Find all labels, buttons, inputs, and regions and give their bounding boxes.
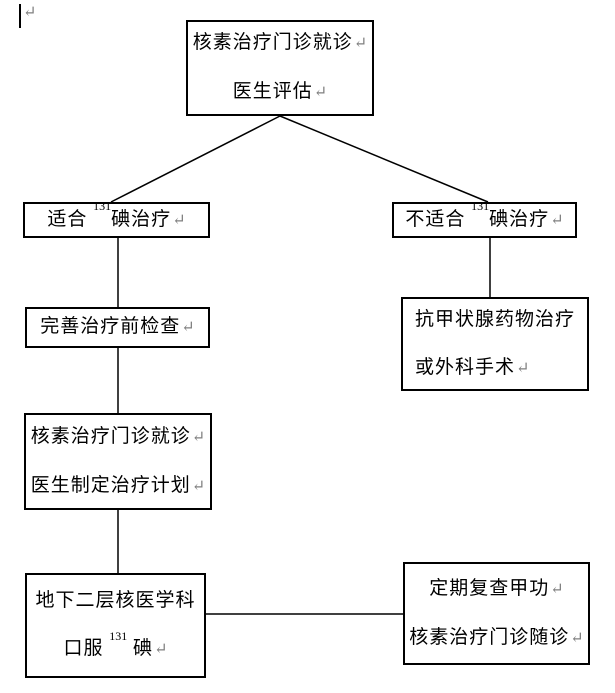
flowchart-box-followup[interactable]: 定期复查甲功↵ 核素治疗门诊随诊↵ — [403, 562, 590, 665]
box-text: 适合 — [47, 208, 94, 230]
flowchart-box-oral-131i[interactable]: 地下二层核医学科 口服 131 碘↵ — [25, 573, 206, 678]
superscript-131: 131 — [471, 199, 490, 214]
box-text-line: 抗甲状腺药物治疗 — [415, 296, 575, 344]
box-text: 地下二层核医学科 — [35, 590, 196, 611]
connector-eval-to-unsuitable — [279, 115, 489, 203]
flowchart-box-unsuitable-131i[interactable]: 不适合 131碘治疗↵ — [392, 200, 577, 238]
paragraph-mark: ↵ — [550, 211, 564, 229]
paragraph-mark: ↵ — [313, 84, 328, 101]
connector-eval-to-suitable — [110, 115, 281, 203]
box-text: 碘治疗 — [111, 208, 172, 230]
box-text-line: 地下二层核医学科 — [35, 577, 195, 625]
box-text: 核素治疗门诊随诊 — [409, 626, 570, 648]
box-text: 口服 — [63, 638, 110, 659]
box-text: 定期复查甲功 — [429, 577, 550, 599]
box-text: 或外科手术 — [415, 356, 516, 378]
paragraph-mark: ↵ — [23, 4, 37, 21]
box-text: 核素治疗门诊就诊 — [192, 32, 353, 53]
box-text-line: 核素治疗门诊就诊↵ — [31, 413, 205, 462]
superscript-131: 131 — [109, 628, 128, 643]
box-text-line: 医生评估↵ — [233, 68, 327, 117]
superscript-131: 131 — [93, 199, 112, 214]
box-text-line: 核素治疗门诊就诊↵ — [193, 19, 367, 68]
box-text-line: 不适合 131碘治疗↵ — [405, 196, 563, 245]
box-text: 核素治疗门诊就诊 — [30, 425, 191, 447]
text-cursor — [19, 4, 21, 28]
box-text: 碘 — [127, 638, 154, 659]
box-text-line: 适合 131碘治疗↵ — [47, 196, 185, 245]
paragraph-mark: ↵ — [154, 641, 168, 658]
box-text-line: 或外科手术↵ — [415, 344, 529, 393]
flowchart-box-antithyroid-or-surgery[interactable]: 抗甲状腺药物治疗 或外科手术↵ — [401, 297, 589, 391]
flowchart-box-suitable-131i[interactable]: 适合 131碘治疗↵ — [23, 200, 210, 238]
paragraph-mark: ↵ — [550, 580, 564, 598]
box-text-line: 核素治疗门诊随诊↵ — [409, 614, 583, 663]
flowchart-box-pretreatment-tests[interactable]: 完善治疗前检查↵ — [25, 307, 210, 348]
box-text-line: 完善治疗前检查↵ — [40, 303, 194, 352]
box-text-line: 定期复查甲功↵ — [429, 565, 563, 614]
flowchart-box-treatment-plan[interactable]: 核素治疗门诊就诊↵ 医生制定治疗计划↵ — [24, 413, 212, 510]
paragraph-mark: ↵ — [172, 211, 186, 229]
box-text: 医生评估 — [232, 81, 313, 102]
box-text: 完善治疗前检查 — [40, 316, 181, 337]
flowchart-box-clinic-evaluation[interactable]: 核素治疗门诊就诊↵ 医生评估↵ — [186, 20, 374, 116]
box-text: 抗甲状腺药物治疗 — [415, 308, 576, 330]
paragraph-mark: ↵ — [516, 359, 530, 377]
paragraph-mark: ↵ — [181, 319, 195, 336]
box-text: 碘治疗 — [489, 208, 550, 230]
paragraph-mark: ↵ — [191, 428, 206, 446]
box-text: 医生制定治疗计划 — [30, 474, 191, 496]
paragraph-mark: ↵ — [570, 629, 584, 647]
paragraph-mark: ↵ — [353, 35, 368, 52]
box-text: 不适合 — [405, 208, 472, 230]
box-text-line: 医生制定治疗计划↵ — [31, 462, 205, 511]
paragraph-mark: ↵ — [191, 477, 206, 495]
box-text-line: 口服 131 碘↵ — [64, 625, 168, 674]
